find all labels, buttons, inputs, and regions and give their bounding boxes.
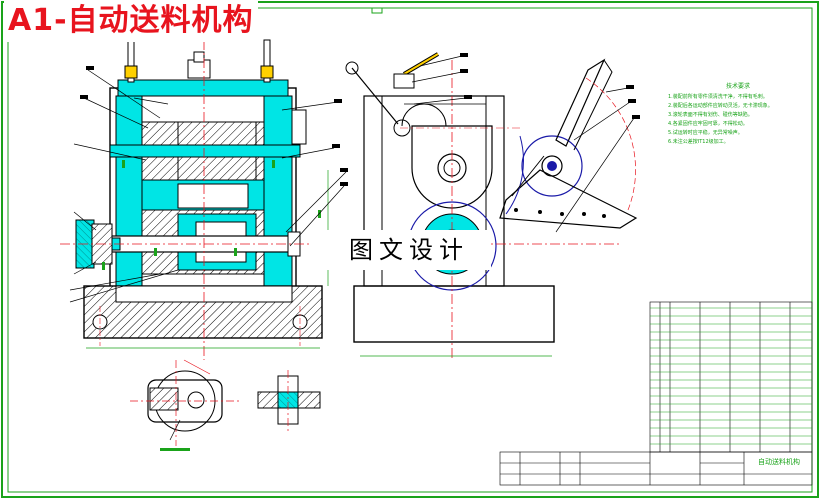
technical-note-line: 6.未注公差按IT12级加工。 [668, 139, 729, 145]
feed-arm-linkage [499, 58, 640, 233]
side-view [345, 52, 620, 360]
technical-note-line: 2.装配后各运动部件应转动灵活，无卡滞现象。 [668, 103, 773, 109]
drawing-title: A1-自动送料机构 [4, 0, 258, 42]
parts-list-table [649, 301, 813, 453]
front-section-view [60, 39, 348, 360]
watermark-text: 图文设计 [327, 230, 491, 270]
technical-note-line: 5.试运转时应平稳，无异常噪声。 [668, 130, 743, 136]
technical-note-line: 3.滚轮表面不得有划伤、碰伤等缺陷。 [668, 112, 753, 118]
technical-note-line: 4.各紧固件应牢固可靠，不得松动。 [668, 121, 748, 127]
technical-notes-heading: 技术要求 [725, 83, 750, 90]
title-block-drawing-name: 自动送料机构 [758, 458, 800, 466]
detail-view-section [257, 370, 321, 432]
technical-note-line: 1.装配前所有零件须清洗干净，不得有毛刺。 [668, 94, 768, 100]
technical-notes: 技术要求 1.装配前所有零件须清洗干净，不得有毛刺。 2.装配后各运动部件应转动… [668, 82, 808, 147]
title-block [499, 451, 813, 486]
detail-view-clamp [130, 359, 240, 451]
